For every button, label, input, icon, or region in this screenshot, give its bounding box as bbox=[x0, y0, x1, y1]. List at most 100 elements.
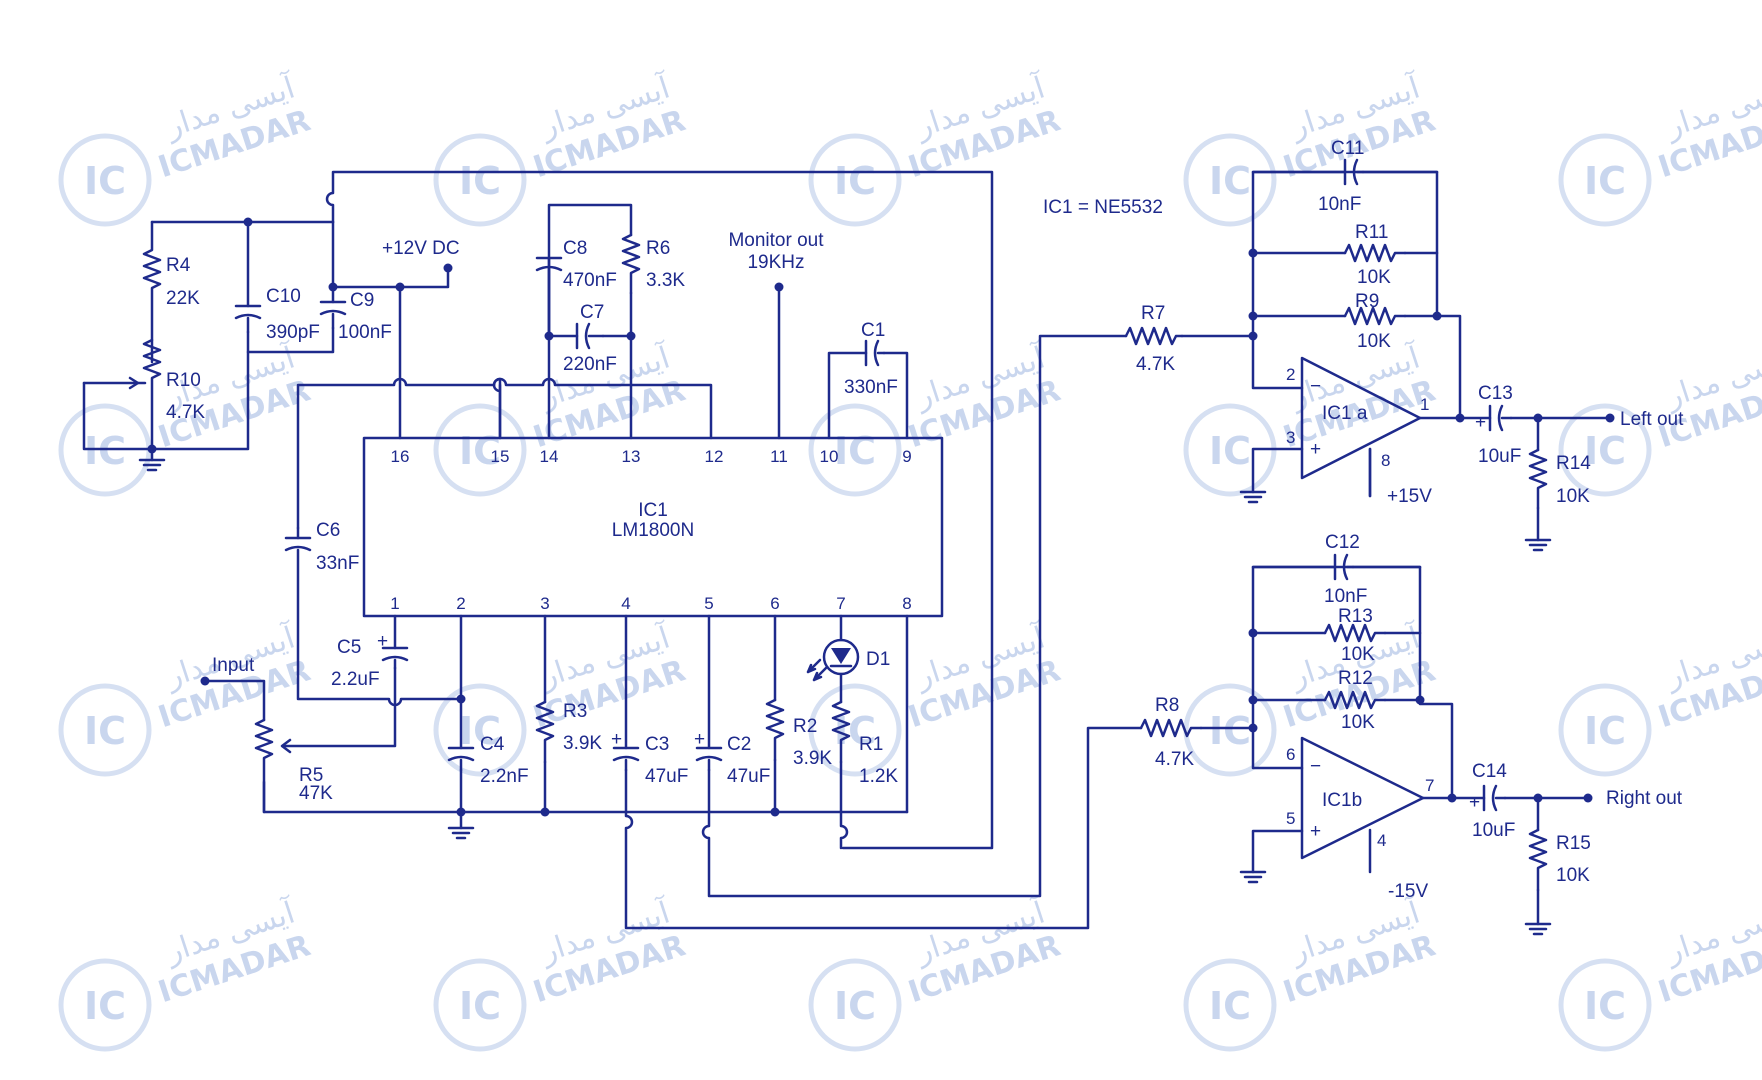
opamp-a-name: IC1 a bbox=[1322, 403, 1368, 424]
c3-ref: C3 bbox=[645, 734, 669, 755]
c14-val: 10uF bbox=[1472, 820, 1515, 841]
c6-val: 33nF bbox=[316, 553, 359, 574]
r7-ref: R7 bbox=[1141, 303, 1165, 324]
ic1-ref: IC1 bbox=[638, 500, 668, 521]
c3-val: 47uF bbox=[645, 766, 688, 787]
c13-plus: + bbox=[1475, 412, 1486, 433]
pin-3: 3 bbox=[540, 594, 549, 613]
pin-13: 13 bbox=[622, 447, 641, 466]
watermark-logo: IC bbox=[84, 429, 126, 473]
c9-ref: C9 bbox=[350, 290, 374, 311]
watermark-logo: IC bbox=[1209, 984, 1251, 1028]
r9-ref: R9 bbox=[1355, 291, 1379, 312]
c13-val: 10uF bbox=[1478, 446, 1521, 467]
r14-val: 10K bbox=[1556, 486, 1590, 507]
pin-15: 15 bbox=[491, 447, 510, 466]
watermark-logo: IC bbox=[84, 984, 126, 1028]
c5-val: 2.2uF bbox=[331, 669, 380, 690]
opamp-a-supply: +15V bbox=[1387, 486, 1432, 507]
r15-val: 10K bbox=[1556, 865, 1590, 886]
watermark-logo: IC bbox=[1209, 159, 1251, 203]
watermark-logo: IC bbox=[459, 984, 501, 1028]
svg-text:−: − bbox=[1310, 756, 1321, 777]
supply-label: +12V DC bbox=[382, 238, 460, 259]
opamp-a-pin-out: 1 bbox=[1420, 395, 1429, 414]
pin-5: 5 bbox=[704, 594, 713, 613]
c3-plus: + bbox=[611, 729, 622, 750]
r5-val: 47K bbox=[299, 783, 333, 804]
watermark-logo: IC bbox=[1584, 159, 1626, 203]
c5-ref: C5 bbox=[337, 637, 361, 658]
r4-ref: R4 bbox=[166, 255, 191, 276]
watermark-logo: IC bbox=[1584, 429, 1626, 473]
opamp-a bbox=[1300, 356, 1422, 498]
wires bbox=[82, 170, 1612, 930]
input-label: Input bbox=[212, 655, 255, 676]
c10-val: 390pF bbox=[266, 322, 320, 343]
c5-plus: + bbox=[377, 631, 388, 652]
r13-ref: R13 bbox=[1338, 606, 1373, 627]
c11-ref: C11 bbox=[1331, 138, 1364, 159]
watermark-logo: IC bbox=[834, 984, 876, 1028]
r7-val: 4.7K bbox=[1136, 354, 1175, 375]
c8-val: 470nF bbox=[563, 270, 617, 291]
c1-ref: C1 bbox=[861, 320, 885, 341]
c12-val: 10nF bbox=[1324, 586, 1367, 607]
opamp-b bbox=[1300, 736, 1425, 860]
c14-plus: + bbox=[1469, 792, 1480, 813]
opamp-b-pin-pwr: 4 bbox=[1377, 831, 1386, 850]
r12-val: 10K bbox=[1341, 712, 1375, 733]
opamp-b-name: IC1b bbox=[1322, 790, 1362, 811]
r9-val: 10K bbox=[1357, 331, 1391, 352]
pin-14: 14 bbox=[540, 447, 559, 466]
pin-9: 9 bbox=[902, 447, 911, 466]
svg-text:−: − bbox=[1310, 376, 1321, 397]
pin-2: 2 bbox=[456, 594, 465, 613]
c12-ref: C12 bbox=[1325, 532, 1360, 553]
r3-ref: R3 bbox=[563, 701, 587, 722]
c7-val: 220nF bbox=[563, 354, 617, 375]
watermark-logo: IC bbox=[459, 159, 501, 203]
watermark-logo: IC bbox=[1209, 709, 1251, 753]
watermark-logo: IC bbox=[459, 709, 501, 753]
labels: R4 22K R10 4.7K C10 390pF C9 100nF +12V … bbox=[166, 138, 1684, 902]
r12-ref: R12 bbox=[1338, 668, 1373, 689]
ic-note: IC1 = NE5532 bbox=[1043, 197, 1163, 218]
opamp-b-supply: -15V bbox=[1388, 881, 1428, 902]
r5-wiper-arrow bbox=[280, 738, 292, 754]
junctions bbox=[147, 217, 1615, 817]
pin-6: 6 bbox=[770, 594, 779, 613]
ground-symbols bbox=[138, 458, 1552, 936]
watermark-logo: IC bbox=[1584, 709, 1626, 753]
svg-text:+: + bbox=[1310, 821, 1321, 842]
watermark-logo: IC bbox=[1584, 984, 1626, 1028]
c10-ref: C10 bbox=[266, 286, 301, 307]
c9-val: 100nF bbox=[338, 322, 392, 343]
c2-val: 47uF bbox=[727, 766, 770, 787]
r5-ref: R5 bbox=[299, 765, 323, 786]
svg-text:+: + bbox=[1310, 439, 1321, 460]
pin-11: 11 bbox=[770, 447, 788, 466]
r13-val: 10K bbox=[1341, 644, 1375, 665]
d1-ref: D1 bbox=[866, 649, 890, 670]
r6-ref: R6 bbox=[646, 238, 670, 259]
r4-val: 22K bbox=[166, 288, 200, 309]
resistors bbox=[128, 220, 1548, 892]
c1-val: 330nF bbox=[844, 377, 898, 398]
opamp-a-pin-pwr: 8 bbox=[1381, 451, 1390, 470]
r11-ref: R11 bbox=[1355, 222, 1388, 243]
pin-4: 4 bbox=[621, 594, 630, 613]
opamp-b-pin-out: 7 bbox=[1425, 776, 1434, 795]
